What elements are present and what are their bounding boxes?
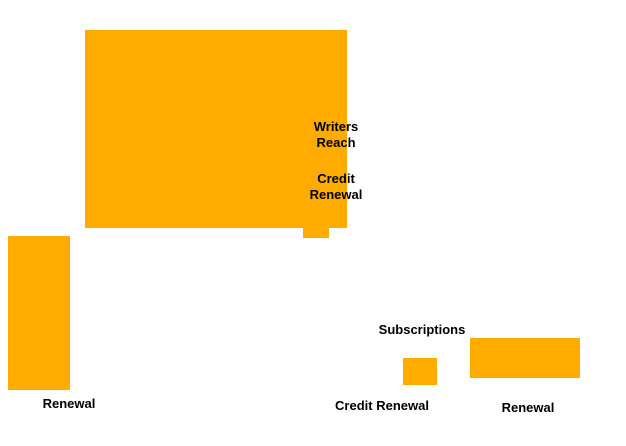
wide-orange-block-bottom-right	[470, 338, 580, 378]
label-credit-renewal-top: Credit Renewal	[309, 171, 363, 202]
tall-orange-block-left	[8, 236, 70, 390]
label-credit-renewal-bottom: Credit Renewal	[335, 398, 429, 413]
large-orange-block	[85, 30, 347, 228]
label-renewal-left: Renewal	[42, 396, 96, 411]
label-renewal-right: Renewal	[501, 400, 555, 415]
small-orange-block-bottom-middle	[403, 358, 437, 385]
label-subscriptions: Subscriptions	[378, 322, 466, 337]
small-orange-block-under-large	[303, 221, 329, 238]
label-writers-reach: Writers Reach	[313, 119, 359, 150]
